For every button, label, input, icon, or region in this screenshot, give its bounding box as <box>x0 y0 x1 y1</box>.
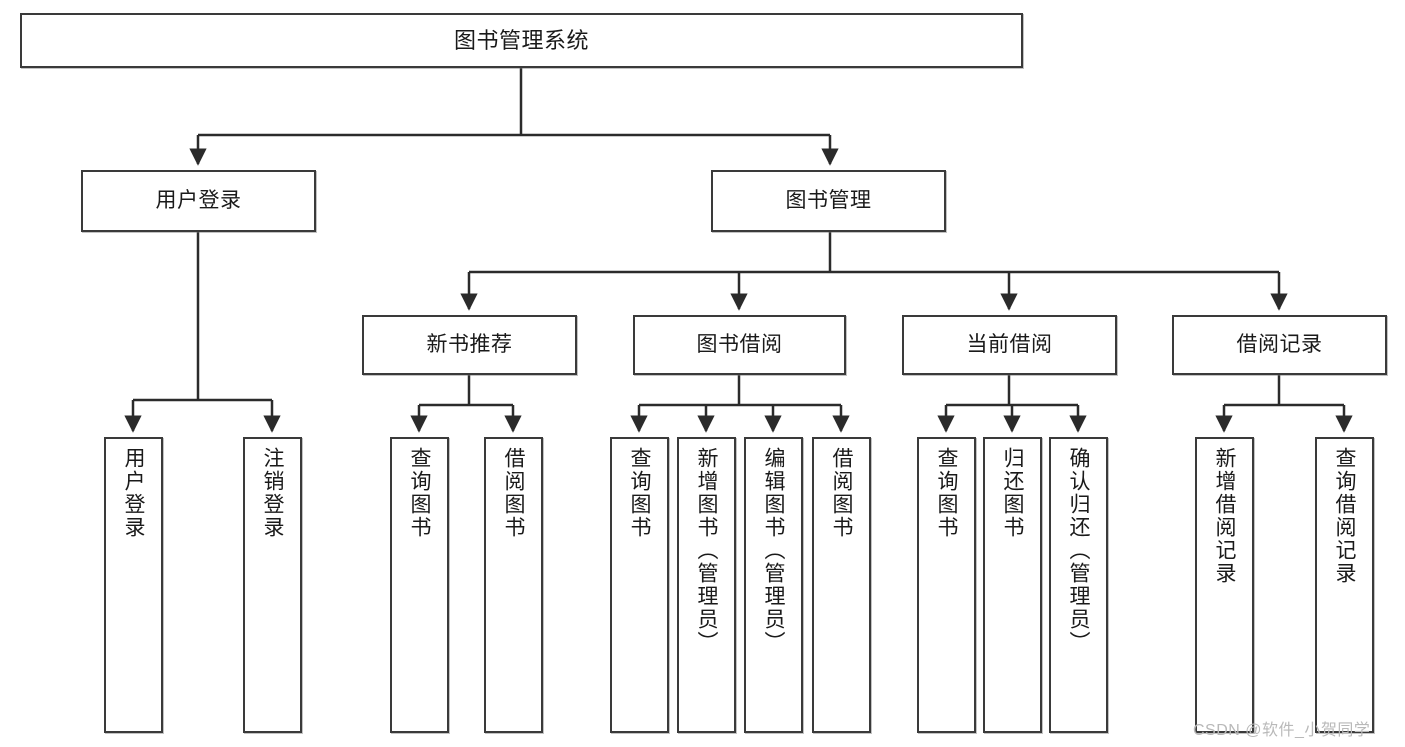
node-label: 查询借阅记录 <box>1333 447 1356 585</box>
node-label: 新增借阅记录 <box>1213 447 1236 585</box>
node-label: 确认归还（管理员） <box>1067 447 1090 654</box>
node-new-book-recommend[interactable]: 新书推荐 <box>362 315 577 375</box>
leaf-book-borrow-edit[interactable]: 编辑图书（管理员） <box>744 437 803 733</box>
node-label: 查询图书 <box>408 447 431 539</box>
node-label: 图书管理系统 <box>453 27 589 53</box>
leaf-user-login-logout[interactable]: 注销登录 <box>243 437 302 733</box>
node-label: 借阅图书 <box>830 447 853 539</box>
leaf-borrow-record-query[interactable]: 查询借阅记录 <box>1315 437 1374 733</box>
leaf-book-borrow-add[interactable]: 新增图书（管理员） <box>677 437 736 733</box>
node-label: 借阅记录 <box>1236 332 1323 356</box>
leaf-book-borrow-query[interactable]: 查询图书 <box>610 437 669 733</box>
node-label: 当前借阅 <box>966 332 1053 356</box>
leaf-new-book-query[interactable]: 查询图书 <box>390 437 449 733</box>
leaf-new-book-borrow[interactable]: 借阅图书 <box>484 437 543 733</box>
node-label: 用户登录 <box>155 188 242 212</box>
node-label: 新书推荐 <box>426 332 513 356</box>
node-label: 查询图书 <box>935 447 958 539</box>
node-user-login[interactable]: 用户登录 <box>81 170 316 232</box>
leaf-user-login-login[interactable]: 用户登录 <box>104 437 163 733</box>
leaf-current-borrow-query[interactable]: 查询图书 <box>917 437 976 733</box>
leaf-borrow-record-add[interactable]: 新增借阅记录 <box>1195 437 1254 733</box>
leaf-current-borrow-confirm-return[interactable]: 确认归还（管理员） <box>1049 437 1108 733</box>
node-label: 注销登录 <box>261 447 284 539</box>
csdn-watermark: CSDN @软件_小贺同学 <box>1193 722 1371 739</box>
node-label: 新增图书（管理员） <box>695 447 718 654</box>
leaf-book-borrow-borrow[interactable]: 借阅图书 <box>812 437 871 733</box>
node-book-borrow[interactable]: 图书借阅 <box>633 315 846 375</box>
node-label: 归还图书 <box>1001 447 1024 539</box>
node-label: 图书借阅 <box>696 332 783 356</box>
node-label: 编辑图书（管理员） <box>762 447 785 654</box>
node-book-management[interactable]: 图书管理 <box>711 170 946 232</box>
node-label: 借阅图书 <box>502 447 525 539</box>
node-label: 用户登录 <box>122 447 145 539</box>
node-root-system[interactable]: 图书管理系统 <box>20 13 1023 68</box>
node-borrow-record[interactable]: 借阅记录 <box>1172 315 1387 375</box>
node-label: 图书管理 <box>785 188 872 212</box>
leaf-current-borrow-return[interactable]: 归还图书 <box>983 437 1042 733</box>
node-label: 查询图书 <box>628 447 651 539</box>
node-current-borrow[interactable]: 当前借阅 <box>902 315 1117 375</box>
